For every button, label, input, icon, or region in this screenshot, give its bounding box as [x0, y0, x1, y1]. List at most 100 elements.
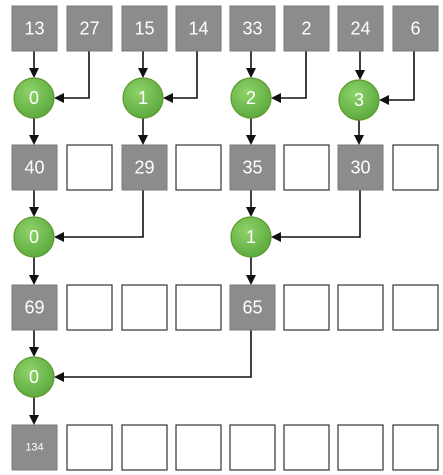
sum-node: 2 — [230, 77, 272, 119]
node-label: 0 — [29, 227, 39, 247]
node-label: 3 — [354, 90, 364, 110]
cell-box — [283, 284, 330, 331]
cell-box — [337, 144, 384, 191]
cell-box — [121, 424, 168, 471]
value-cell: 6 — [392, 5, 439, 52]
cell-box — [66, 5, 113, 52]
node-circle — [13, 356, 55, 398]
value-cell: 35 — [229, 144, 276, 191]
cell-box — [283, 424, 330, 471]
cell-value: 65 — [242, 298, 262, 318]
empty-cell — [392, 144, 439, 191]
empty-cell — [392, 284, 439, 331]
cell-box — [283, 5, 330, 52]
cell-box — [229, 144, 276, 191]
empty-cell — [337, 424, 384, 471]
sum-node: 3 — [338, 79, 380, 121]
node-circle — [13, 216, 55, 258]
cell-box — [392, 424, 439, 471]
node-circle — [13, 77, 55, 119]
cell-box — [392, 284, 439, 331]
node-label: 1 — [246, 227, 256, 247]
sum-node: 1 — [122, 77, 164, 119]
edge-arrow — [271, 190, 361, 242]
value-cell: 13 — [11, 5, 58, 52]
value-cell: 40 — [11, 144, 58, 191]
edge-arrow — [54, 190, 144, 242]
cell-box — [11, 424, 58, 471]
cell-value: 6 — [410, 19, 420, 39]
value-cell: 14 — [175, 5, 222, 52]
cell-value: 134 — [25, 442, 43, 454]
cell-value: 15 — [134, 19, 154, 39]
cell-box — [11, 284, 58, 331]
cell-value: 27 — [79, 19, 99, 39]
empty-cell — [283, 144, 330, 191]
node-circle — [122, 77, 164, 119]
empty-cell — [175, 424, 222, 471]
cell-box — [337, 424, 384, 471]
empty-cell — [66, 424, 113, 471]
node-label: 2 — [246, 88, 256, 108]
value-cell: 29 — [121, 144, 168, 191]
node-label: 0 — [29, 88, 39, 108]
cell-box — [121, 144, 168, 191]
empty-cell — [66, 144, 113, 191]
value-cell: 27 — [66, 5, 113, 52]
value-cell: 65 — [229, 284, 276, 331]
empty-cell — [121, 284, 168, 331]
cell-value: 35 — [242, 158, 262, 178]
edge-arrow — [379, 51, 415, 105]
empty-cell — [283, 424, 330, 471]
cell-box — [229, 424, 276, 471]
node-circle — [230, 216, 272, 258]
cell-box — [66, 284, 113, 331]
value-cell: 24 — [337, 5, 384, 52]
value-cell: 15 — [121, 5, 168, 52]
cell-box — [175, 5, 222, 52]
node-circle — [230, 77, 272, 119]
edge-arrow — [271, 51, 307, 103]
cell-value: 14 — [188, 19, 208, 39]
edge-arrow — [54, 51, 90, 103]
edge-arrow — [54, 330, 252, 382]
edge-arrow — [163, 51, 198, 103]
node-label: 0 — [29, 367, 39, 387]
cell-value: 33 — [242, 19, 262, 39]
cell-box — [121, 5, 168, 52]
value-cell: 69 — [11, 284, 58, 331]
value-cell: 30 — [337, 144, 384, 191]
cell-box — [121, 284, 168, 331]
empty-cell — [121, 424, 168, 471]
empty-cell — [229, 424, 276, 471]
cell-box — [229, 284, 276, 331]
empty-cell — [175, 144, 222, 191]
value-cell: 134 — [11, 424, 58, 471]
empty-cell — [175, 284, 222, 331]
value-cell: 33 — [229, 5, 276, 52]
cell-box — [337, 5, 384, 52]
sum-node: 1 — [230, 216, 272, 258]
cell-value: 30 — [350, 158, 370, 178]
cell-box — [11, 144, 58, 191]
cell-value: 29 — [134, 158, 154, 178]
sum-node: 0 — [13, 77, 55, 119]
cell-value: 24 — [350, 19, 370, 39]
empty-cell — [392, 424, 439, 471]
cell-box — [66, 424, 113, 471]
cell-value: 40 — [24, 158, 44, 178]
edges-layer — [29, 51, 415, 425]
cell-box — [337, 284, 384, 331]
cell-value: 2 — [301, 19, 311, 39]
node-label: 1 — [138, 88, 148, 108]
cell-box — [392, 144, 439, 191]
cell-box — [66, 144, 113, 191]
cell-box — [175, 144, 222, 191]
empty-cell — [283, 284, 330, 331]
sum-node: 0 — [13, 216, 55, 258]
node-circle — [338, 79, 380, 121]
cell-box — [229, 5, 276, 52]
